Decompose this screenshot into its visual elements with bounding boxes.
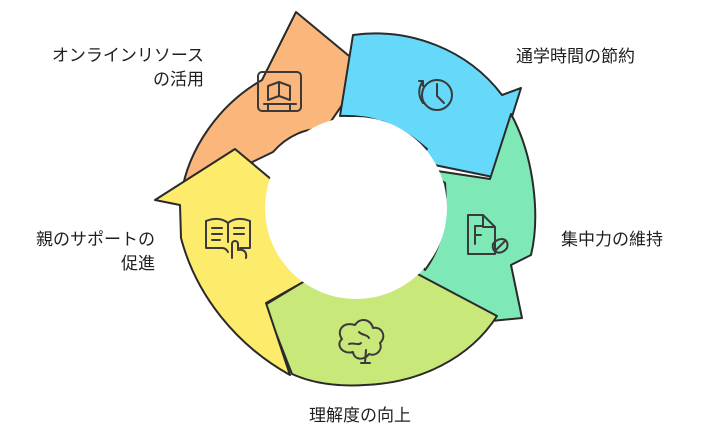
document-icon: [467, 214, 509, 255]
book-icon: [257, 71, 302, 112]
clock-icon: [418, 79, 453, 111]
label-focus: 集中力の維持: [561, 228, 663, 252]
center-circle: [265, 117, 447, 299]
label-focus-line-1: 集中力の維持: [561, 230, 663, 250]
label-commute-time: 通学時間の節約: [516, 45, 635, 69]
label-online-line-1: オンラインリソース: [51, 46, 204, 66]
brain-icon: [338, 319, 385, 364]
label-parent-line-2: 促進: [121, 254, 155, 274]
label-understanding: 理解度の向上: [290, 404, 430, 428]
label-online-resources: オンラインリソース の活用: [52, 44, 204, 92]
label-parent-line-1: 親のサポートの: [36, 230, 155, 250]
label-time-line-1: 通学時間の節約: [516, 47, 635, 67]
label-parent-support: 親のサポートの 促進: [36, 228, 155, 276]
label-online-line-2: の活用: [153, 70, 204, 90]
label-understanding-line-1: 理解度の向上: [309, 406, 411, 426]
reading-icon: [205, 217, 251, 259]
